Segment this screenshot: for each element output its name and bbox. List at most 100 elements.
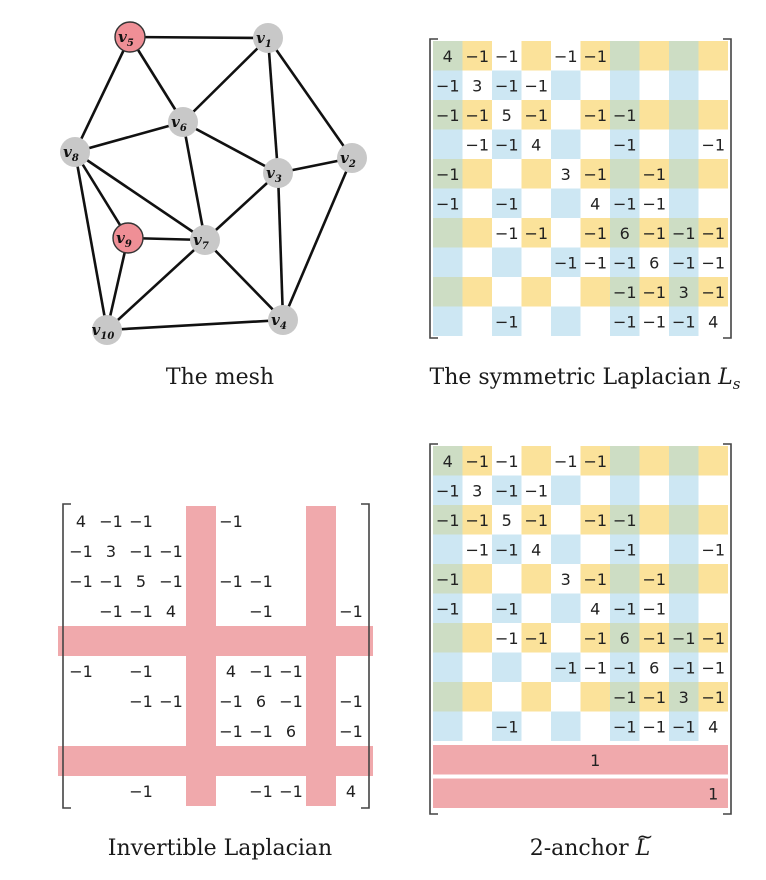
sym-cell-bg [462, 188, 492, 218]
anchor-cell-bg [551, 682, 581, 712]
sym-cell-value: −1 [524, 106, 548, 125]
mesh-edge-v8-v10 [73, 151, 109, 331]
sym-cell-value: 6 [620, 224, 630, 243]
anchor-cell-value: −1 [436, 599, 460, 618]
mesh-vertex-subscript: 4 [280, 321, 287, 332]
mesh-vertex-subscript: 3 [275, 174, 282, 185]
inv-cell-value: 4 [346, 782, 356, 801]
sym-cell-bg [492, 247, 522, 277]
inv-cell-value: 4 [166, 602, 176, 621]
sym-cell-value: −1 [642, 194, 666, 213]
sym-cell-bg [610, 129, 640, 159]
sym-cell-bg [698, 100, 728, 130]
mesh-caption: The mesh [165, 365, 275, 390]
sym-cell-bg [433, 218, 463, 248]
sym-cell-value: 4 [443, 47, 453, 66]
mesh-vertex-subscript: 6 [180, 123, 187, 134]
anchor-cell-value: −1 [495, 629, 519, 648]
anchor-cell-value: −1 [642, 717, 666, 736]
anchor-cell-bg [610, 446, 640, 476]
anchor-cell-value: −1 [583, 629, 607, 648]
sym-cell-bg [610, 70, 640, 100]
anchor-cell-value: 6 [620, 629, 630, 648]
sym-cell-value: −1 [583, 106, 607, 125]
sym-cell-bg [462, 218, 492, 248]
sym-cell-bg [492, 41, 522, 71]
anchor-cell-bg [580, 446, 610, 476]
anchor-cell-value: −1 [495, 540, 519, 559]
anchor-cell-value: −1 [583, 511, 607, 530]
anchor-cell-value: 3 [472, 481, 482, 500]
mesh-vertex-subscript: 5 [127, 38, 134, 49]
anchor-anchor-value: 1 [708, 784, 718, 803]
anchor-cell-value: −1 [701, 629, 725, 648]
sym-cell-bg [521, 70, 551, 100]
anchor-cell-value: −1 [524, 629, 548, 648]
sym-cell-bg [433, 159, 463, 189]
sym-cell-bg [551, 218, 581, 248]
inv-cell-value: −1 [159, 572, 183, 591]
anchor-cell-value: −1 [495, 599, 519, 618]
anchor-cell-value: −1 [465, 511, 489, 530]
anchor-cell-bg [610, 564, 640, 594]
anchor-cell-bg [669, 682, 699, 712]
sym-cell-bg [698, 247, 728, 277]
sym-cell-bg [639, 70, 669, 100]
sym-cell-value: −1 [495, 194, 519, 213]
anchor-cell-bg [639, 475, 669, 505]
mesh-edge-v7-v10 [106, 239, 206, 331]
anchor-cell-value: −1 [495, 717, 519, 736]
anchor-cell-bg [492, 475, 522, 505]
anchor-cell-bg [551, 623, 581, 653]
anchor-cell-bg [521, 534, 551, 564]
anchor-cell-bg [669, 564, 699, 594]
sym-cell-bg [610, 277, 640, 307]
sym-cell-value: 4 [708, 312, 718, 331]
anchor-cell-bg [639, 652, 669, 682]
sym-cell-bg [580, 218, 610, 248]
anchor-cell-bg [551, 534, 581, 564]
sym-cell-value: −1 [701, 135, 725, 154]
sym-cell-value: −1 [554, 253, 578, 272]
mesh-vertex-circle [114, 21, 146, 53]
sym-cell-value: −1 [436, 76, 460, 95]
sym-cell-bg [580, 306, 610, 336]
anchor-cell-bg [433, 682, 463, 712]
anchor-cell-value: 4 [531, 540, 541, 559]
anchor-cell-value: −1 [554, 452, 578, 471]
anchor-cell-bg [462, 711, 492, 741]
sym-cell-bg [433, 129, 463, 159]
mesh-vertex-v1: v1 [253, 23, 283, 53]
anchor-cell-bg [580, 475, 610, 505]
anchor-cell-value: −1 [613, 658, 637, 677]
sym-cell-value: −1 [465, 135, 489, 154]
sym-cell-value: −1 [642, 165, 666, 184]
anchor-cell-bg [610, 505, 640, 535]
inv-cell-value: −1 [219, 692, 243, 711]
sym-cell-value: −1 [672, 312, 696, 331]
sym-cell-bg [610, 218, 640, 248]
sym-cell-value: 3 [472, 76, 482, 95]
sym-cell-bg [639, 41, 669, 71]
anchor-caption-symbol-wrap: ~L [636, 824, 654, 861]
mesh-vertex-subscript: 1 [265, 39, 272, 50]
sym-cell-value: 3 [679, 283, 689, 302]
mesh-vertex-circle [92, 315, 122, 345]
anchor-cell-bg [551, 564, 581, 594]
mesh-vertex-circle [268, 305, 298, 335]
sym-cell-bg [492, 218, 522, 248]
sym-cell-bg [492, 306, 522, 336]
sym-cell-bg [492, 277, 522, 307]
anchor-cell-bg [492, 711, 522, 741]
mesh-vertex-circle [190, 225, 220, 255]
mesh-vertex-v2: v2 [337, 143, 367, 173]
sym-cell-value: −1 [672, 253, 696, 272]
anchor-cell-bg [580, 623, 610, 653]
anchor-cell-bg [521, 711, 551, 741]
sym-cell-bg [551, 41, 581, 71]
mesh-vertex-circle [168, 107, 198, 137]
sym-cell-bg [698, 70, 728, 100]
